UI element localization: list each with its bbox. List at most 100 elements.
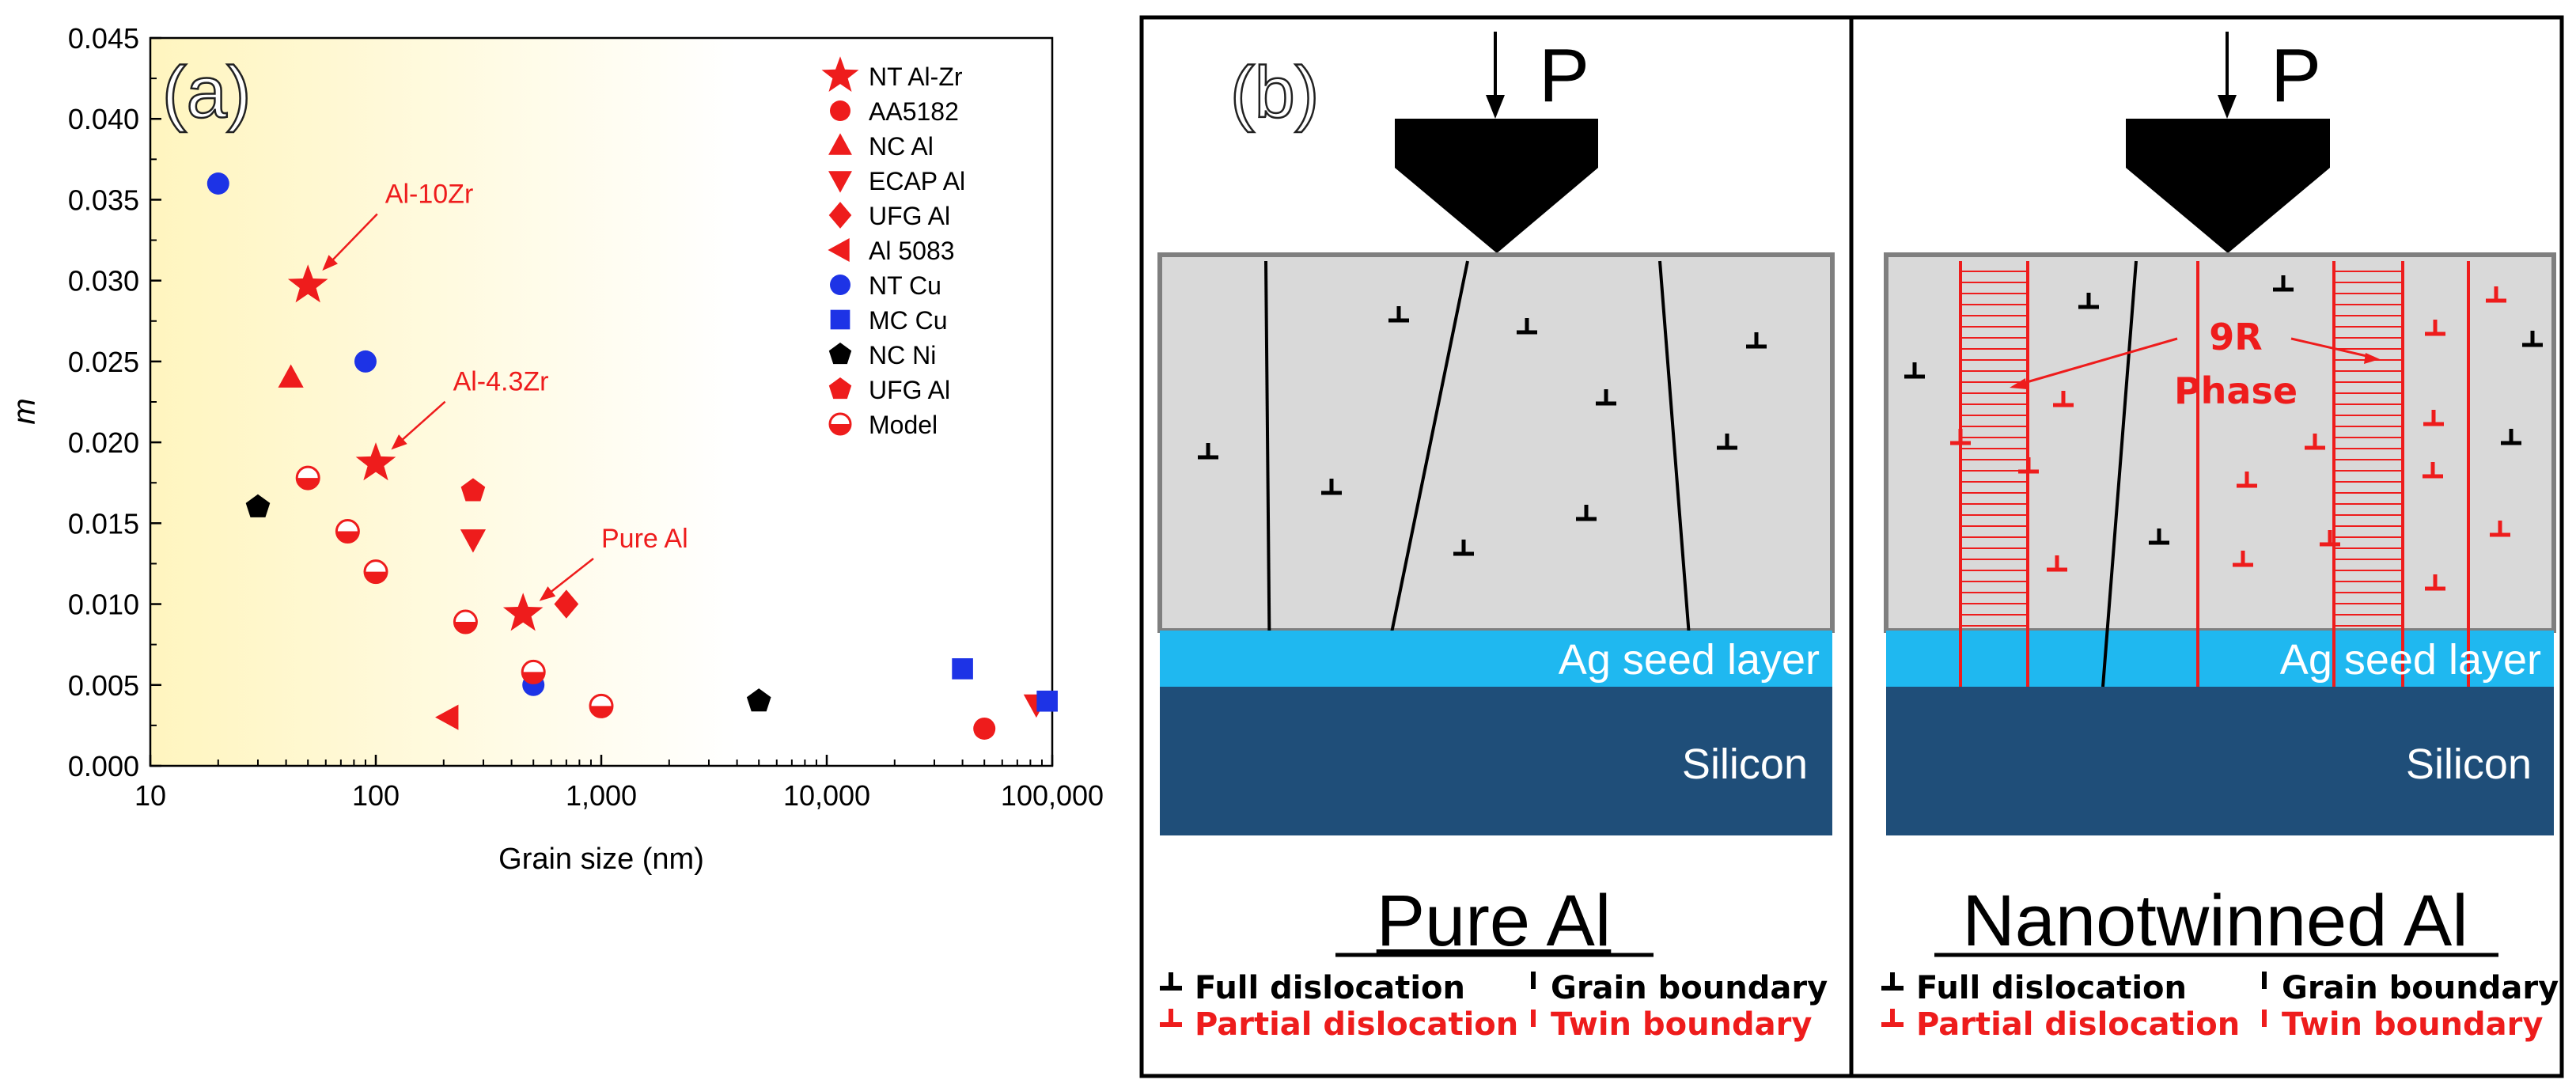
partial-dislocation-symbol [2320, 530, 2340, 547]
partial-dislocation-symbol [2423, 462, 2443, 479]
partial-dislocation-symbol [2425, 574, 2445, 591]
data-point [354, 350, 377, 373]
legend-entry: MC Cu [869, 306, 948, 335]
partial-dislocation-symbol [2490, 521, 2510, 537]
legend-entry: ECAP Al [869, 167, 965, 195]
silicon-label: Silicon [1682, 741, 1808, 788]
data-point [278, 364, 304, 388]
data-point [295, 465, 320, 491]
ag-seed-label: Ag seed layer [1559, 636, 1820, 684]
load-label: P [2271, 33, 2321, 118]
plot-frame [149, 36, 1054, 767]
pure-al-panel: (b) P Ag seed layer Silicon Pure Al Full… [1157, 32, 1835, 1043]
grain-boundary [2101, 260, 2138, 688]
data-point [453, 609, 478, 635]
data-point [245, 494, 271, 517]
y-tick-label: 0.015 [68, 507, 139, 540]
legend-marker [830, 309, 850, 330]
y-tick-label: 0.010 [68, 589, 139, 621]
data-point [746, 688, 771, 712]
partial-dislocation-symbol [2486, 286, 2506, 303]
full-dislocation-symbol [2078, 293, 2099, 309]
silicon-substrate [1886, 687, 2554, 835]
x-axis-label: Grain size (nm) [498, 843, 704, 876]
partial-dislocation-symbol [2047, 555, 2067, 572]
legend-entry: Model [869, 411, 938, 439]
nanotwinned-al-title: Nanotwinned Al [1962, 881, 2468, 961]
9r-arrow [2290, 337, 2374, 359]
full-dislocation-symbol [2522, 331, 2543, 347]
legend-full-dislocation: Full dislocation [1916, 970, 2187, 1006]
full-dislocation-symbol [1517, 318, 1537, 335]
9r-arrow [2015, 337, 2178, 387]
partial-dislocation-symbol [2053, 391, 2074, 407]
legend-entry: NC Al [869, 132, 934, 161]
full-dislocation-symbol [1198, 443, 1218, 460]
data-point [554, 589, 579, 619]
x-tick-label: 10,000 [783, 779, 870, 812]
9r-label: 9R [2209, 316, 2262, 358]
data-point [502, 593, 544, 631]
x-tick-label: 1,000 [566, 779, 637, 812]
partial-dislocation-symbol [2237, 472, 2257, 488]
phase-label: Phase [2174, 369, 2298, 412]
legend-grain-boundary: Grain boundary [2282, 970, 2559, 1006]
full-dislocation-symbol [1596, 389, 1616, 406]
grain-size-chart: 0.0000.0050.0100.0150.0200.0250.0300.035… [7, 22, 1104, 876]
data-point [287, 264, 328, 303]
grain-boundary [1264, 260, 1271, 688]
panel-label-a: (a) [162, 52, 251, 133]
full-dislocation-symbol [1576, 505, 1597, 521]
y-tick-label: 0.035 [68, 184, 139, 216]
y-tick-label: 0.005 [68, 669, 139, 702]
y-tick-label: 0.045 [68, 22, 139, 55]
legend-twin-boundary: Twin boundary [1551, 1006, 1812, 1043]
legend-partial-dislocation: Partial dislocation [1195, 1006, 1518, 1043]
y-tick-label: 0.030 [68, 265, 139, 297]
annotation-label: Pure Al [601, 524, 688, 554]
load-label: P [1539, 33, 1589, 118]
full-dislocation-symbol [1904, 362, 1925, 379]
legend-marker [828, 202, 852, 229]
y-tick-label: 0.025 [68, 346, 139, 378]
partial-dislocation-symbol [2233, 551, 2253, 567]
partial-dislocation-symbol [2018, 457, 2039, 474]
full-dislocation-symbol [2149, 528, 2169, 545]
legend-twin-boundary: Twin boundary [2282, 1006, 2543, 1043]
legend-entry: UFG Al [869, 376, 950, 404]
data-point [206, 172, 229, 195]
legend-entry: NT Cu [869, 271, 941, 300]
legend-partial-dislocation: Partial dislocation [1916, 1006, 2240, 1043]
data-point [589, 693, 614, 718]
9r-phase-band [1960, 261, 2028, 687]
plot-area [150, 38, 1052, 766]
legend-marker [830, 100, 850, 121]
legend-marker [828, 343, 852, 365]
full-dislocation-symbol [1321, 479, 1342, 495]
partial-dislocation-symbol [1950, 429, 1971, 445]
silicon-substrate [1160, 687, 1832, 835]
grain-boundary [1658, 260, 1695, 688]
data-point [1036, 690, 1058, 712]
partial-dislocation-symbol [2305, 434, 2325, 450]
legend-marker [828, 377, 852, 400]
annotation-label: Al-10Zr [385, 180, 473, 210]
al-film [1157, 252, 1835, 633]
full-dislocation-symbol [1388, 306, 1409, 323]
y-tick-label: 0.020 [68, 426, 139, 459]
indenter-tip [2126, 119, 2330, 253]
legend-right: Full dislocation Partial dislocation Gra… [1881, 970, 2559, 1043]
ag-seed-label: Ag seed layer [2280, 636, 2541, 684]
x-tick-label: 100 [352, 779, 400, 812]
x-tick-label: 100,000 [1001, 779, 1104, 812]
full-dislocation-symbol [1717, 434, 1737, 450]
full-dislocation-symbol [1453, 540, 1474, 556]
legend-entry: AA5182 [869, 97, 959, 126]
grain-boundary [1379, 260, 1469, 688]
y-axis-label: m [7, 398, 42, 424]
indenter-tip [1395, 119, 1598, 253]
legend-left: Full dislocation Partial dislocation Gra… [1160, 970, 1828, 1043]
full-dislocation-symbol [2501, 429, 2521, 445]
data-point [460, 478, 486, 502]
partial-dislocation-symbol [2423, 410, 2444, 426]
